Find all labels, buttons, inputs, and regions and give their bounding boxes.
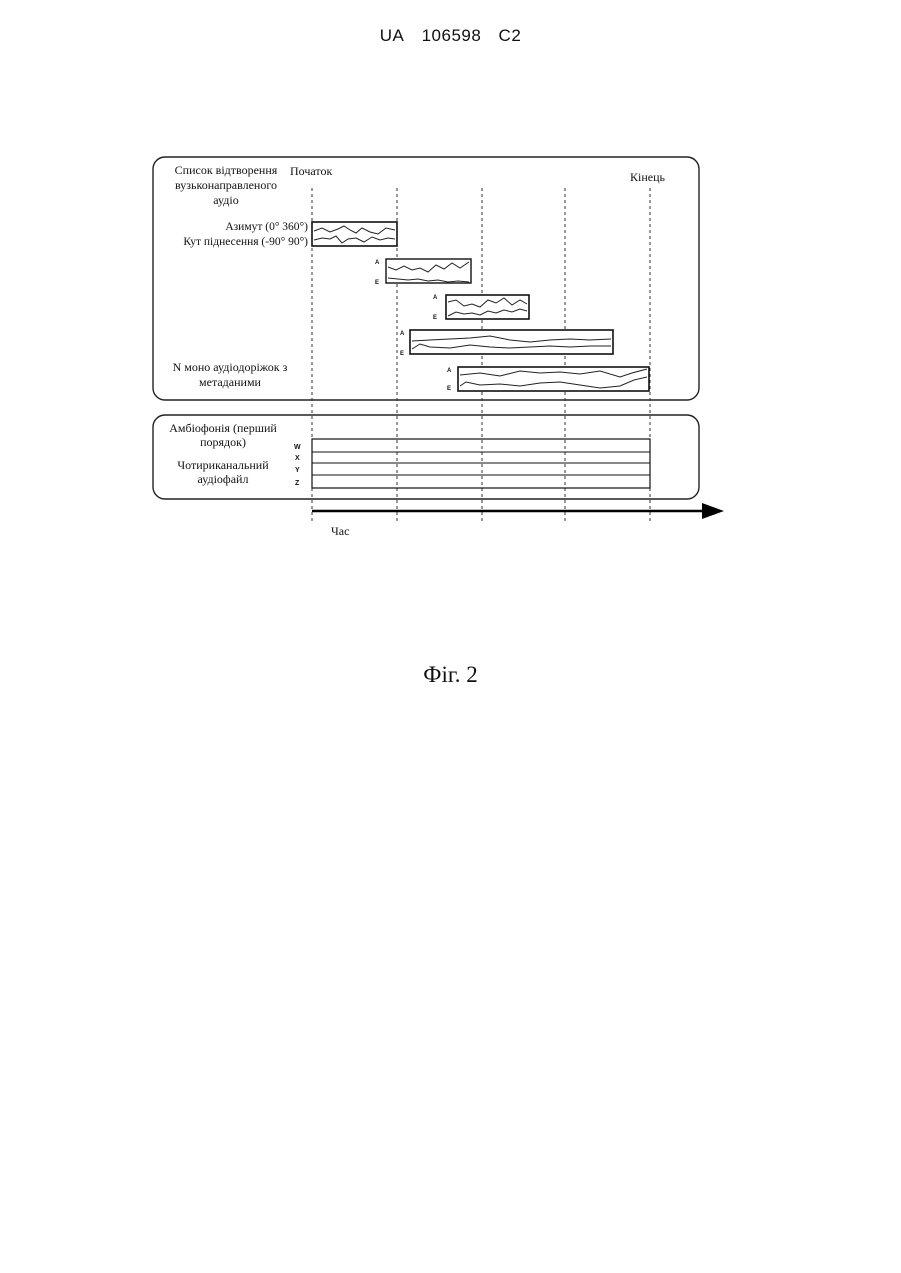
channel-y-label: Y bbox=[295, 467, 300, 474]
ambisonics-label-line: Амбіофонія (перший bbox=[169, 421, 277, 435]
track-2: A E bbox=[375, 259, 471, 286]
four-channel-label-line: Чотириканальний bbox=[177, 458, 269, 472]
track-box bbox=[410, 330, 613, 354]
azimuth-letter: A bbox=[400, 331, 405, 337]
channel-z-label: Z bbox=[295, 480, 300, 487]
start-label: Початок bbox=[290, 164, 332, 178]
track-4: A E bbox=[400, 330, 613, 357]
figure-caption: Фіг. 2 bbox=[0, 662, 901, 688]
azimuth-letter: A bbox=[447, 368, 452, 374]
azimuth-label: Азимут (0° 360°) bbox=[225, 221, 308, 233]
playlist-title: Список відтворення вузьконаправленого ау… bbox=[175, 163, 278, 207]
ambisonics-label: Амбіофонія (перший порядок) bbox=[169, 421, 277, 449]
mono-tracks-label-line: N моно аудіодоріжок з bbox=[173, 360, 288, 374]
track-box bbox=[446, 295, 529, 319]
elevation-letter: E bbox=[400, 351, 404, 357]
playlist-title-line: Список відтворення bbox=[175, 163, 278, 177]
azimuth-letter: A bbox=[375, 260, 380, 266]
time-axis-arrowhead bbox=[702, 503, 724, 519]
ambisonics-label-line: порядок) bbox=[200, 435, 246, 449]
elevation-letter: E bbox=[433, 315, 437, 321]
time-axis-label: Час bbox=[331, 524, 349, 538]
time-axis: Час bbox=[312, 503, 724, 538]
four-channel-label-line: аудіофайл bbox=[198, 472, 249, 486]
playlist-title-line: аудіо bbox=[213, 193, 238, 207]
track-5: A E bbox=[447, 367, 649, 392]
azimuth-letter: A bbox=[433, 295, 438, 301]
mono-tracks-label-line: метаданими bbox=[199, 375, 262, 389]
channel-box: W X Y Z bbox=[294, 439, 650, 488]
playlist-title-line: вузьконаправленого bbox=[175, 178, 277, 192]
track-box bbox=[312, 222, 397, 246]
four-channel-label: Чотириканальний аудіофайл bbox=[177, 458, 269, 486]
mono-tracks-label: N моно аудіодоріжок з метаданими bbox=[173, 360, 288, 389]
track-1 bbox=[312, 222, 397, 246]
end-label: Кінець bbox=[630, 170, 666, 184]
track-box bbox=[458, 367, 649, 391]
elevation-letter: E bbox=[447, 386, 451, 392]
track-3: A E bbox=[433, 295, 529, 321]
channel-x-label: X bbox=[295, 455, 300, 462]
channel-w-label: W bbox=[294, 444, 301, 451]
elevation-letter: E bbox=[375, 280, 379, 286]
elevation-label: Кут піднесення (-90° 90°) bbox=[183, 236, 308, 248]
